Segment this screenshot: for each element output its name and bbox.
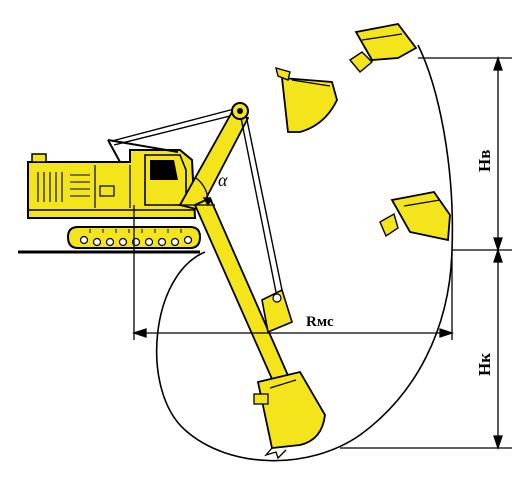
engine-vents (37, 172, 90, 202)
bucket-lower-position (253, 370, 326, 460)
hv-label: Нв (475, 150, 494, 172)
stick-saddle (261, 288, 293, 334)
a-frame (107, 139, 179, 153)
rmc-label: Rмс (306, 314, 334, 330)
digging-envelope-curve (155, 44, 454, 462)
hoist-ropes (111, 107, 239, 146)
hk-label: Нк (475, 353, 494, 376)
bucket-hoist-rope (240, 114, 283, 293)
alpha-angle-indicator (175, 177, 215, 207)
height-dimensions (340, 55, 512, 451)
excavator-body (27, 139, 197, 219)
cab-window (150, 160, 178, 180)
bucket-position-3 (348, 23, 418, 73)
bucket-position-2 (275, 66, 338, 133)
alpha-label: α (218, 170, 228, 190)
track-links (89, 229, 182, 233)
rmc-dimension (131, 205, 455, 340)
boom (178, 110, 250, 212)
bucket-position-4 (379, 191, 451, 242)
track-rollers (79, 235, 193, 247)
